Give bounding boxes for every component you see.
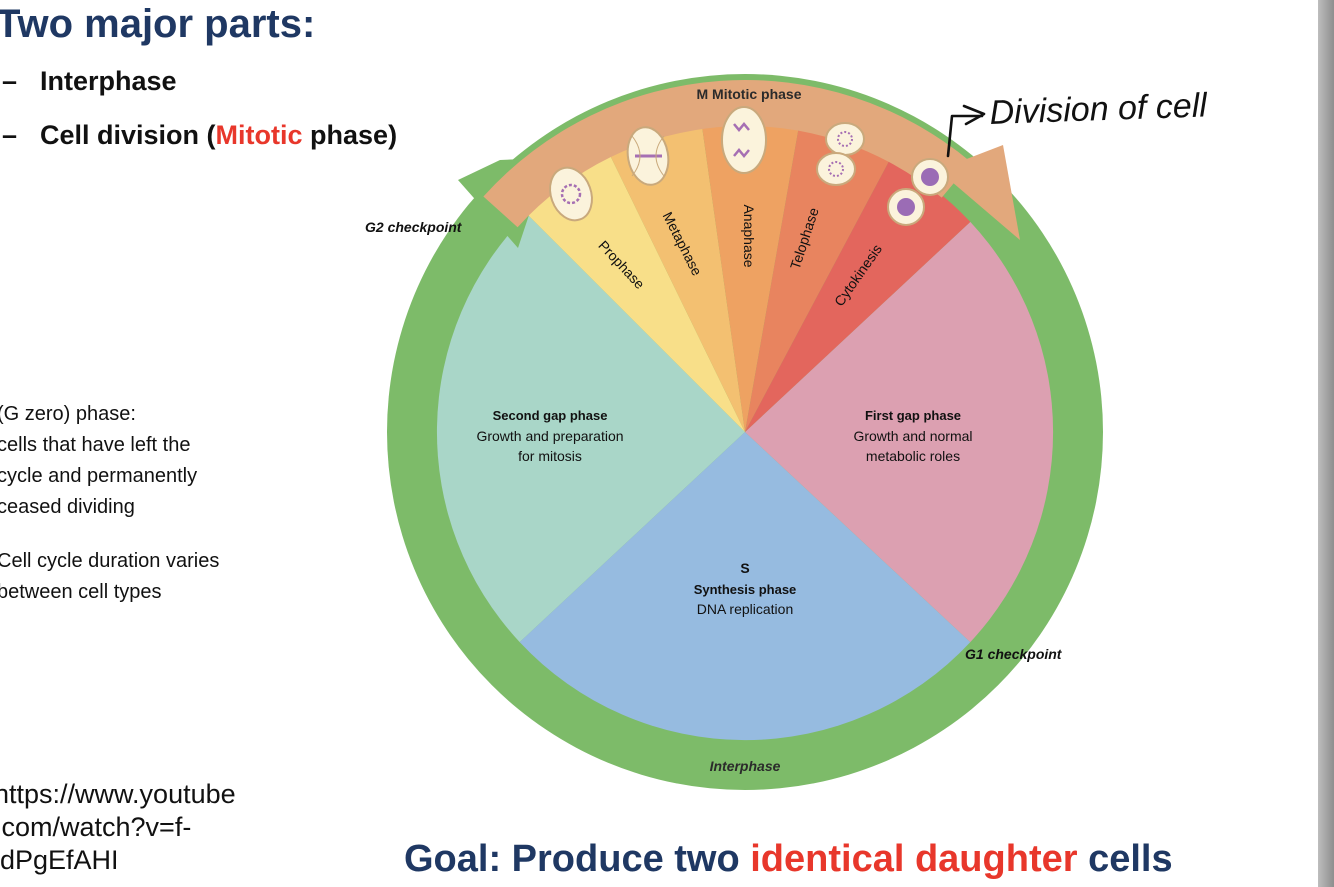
bullet-cell-division: –Cell division (Mitotic phase) bbox=[2, 120, 397, 151]
g1-title: First gap phase bbox=[865, 408, 961, 423]
handwritten-annotation: Division of cell bbox=[946, 86, 1209, 158]
youtube-link[interactable]: https://www.youtube .com/watch?v=f- ldPg… bbox=[0, 778, 236, 877]
duration-line: between cell types bbox=[0, 581, 162, 603]
telophase-cell-icon bbox=[816, 122, 865, 186]
prophase-sector bbox=[527, 155, 745, 432]
goal-statement: Goal: Produce two identical daughter cel… bbox=[404, 838, 1173, 881]
bullet-interphase: –Interphase bbox=[2, 66, 177, 97]
g1-desc-line: Growth and normal bbox=[853, 428, 972, 444]
bullet-dash: – bbox=[2, 120, 18, 150]
anaphase-cell-icon bbox=[721, 106, 767, 174]
s-sector bbox=[519, 432, 971, 741]
bullet-highlight: Mitotic bbox=[215, 120, 303, 150]
anaphase-label: Anaphase bbox=[741, 204, 757, 267]
goal-post: cells bbox=[1077, 838, 1173, 880]
cytokinesis-cell-icon bbox=[887, 158, 949, 226]
mitotic-phase-label: M Mitotic phase bbox=[696, 86, 801, 102]
g0-line: (G zero) phase: bbox=[0, 403, 136, 425]
slide-title: Two major parts: bbox=[0, 2, 316, 46]
mitotic-arrowhead bbox=[938, 145, 1020, 240]
s-title: Synthesis phase bbox=[694, 582, 797, 597]
window-edge bbox=[1318, 0, 1334, 887]
s-desc: DNA replication bbox=[697, 601, 794, 617]
metaphase-cell-icon bbox=[626, 126, 670, 186]
interphase-ring-label: Interphase bbox=[710, 758, 781, 774]
handwritten-note: Division of cell bbox=[989, 86, 1209, 132]
goal-highlight: identical daughter bbox=[750, 838, 1078, 880]
bullet-text-pre: Cell division ( bbox=[40, 120, 216, 150]
g2-sector bbox=[436, 214, 745, 643]
anaphase-sector bbox=[702, 124, 799, 432]
url-line[interactable]: .com/watch?v=f- bbox=[0, 812, 192, 842]
goal-pre: Goal: Produce two bbox=[404, 838, 751, 880]
bullet-text-post: phase) bbox=[302, 120, 398, 150]
annotation-bracket bbox=[946, 114, 984, 158]
cytokinesis-sector bbox=[745, 160, 971, 432]
g0-line: cycle and permanently bbox=[0, 465, 198, 487]
telophase-sector bbox=[745, 128, 890, 432]
g0-line: cells that have left the bbox=[0, 434, 191, 456]
s-letter: S bbox=[740, 560, 749, 576]
mitotic-band-arrow bbox=[483, 80, 972, 228]
g2-desc-line: Growth and preparation bbox=[476, 428, 623, 444]
g1-desc-line: metabolic roles bbox=[866, 448, 960, 464]
g2-title: Second gap phase bbox=[493, 408, 608, 423]
g1-checkpoint-label: G1 checkpoint bbox=[965, 646, 1063, 662]
url-line[interactable]: ldPgEfAHI bbox=[0, 845, 119, 875]
g2-checkpoint-label: G2 checkpoint bbox=[365, 219, 463, 235]
duration-note: Cell cycle duration varies between cell … bbox=[0, 546, 219, 608]
bullet-text: Interphase bbox=[40, 66, 177, 96]
g0-note: (G zero) phase: cells that have left the… bbox=[0, 399, 197, 523]
g1-sector bbox=[745, 221, 1054, 643]
g0-line: ceased dividing bbox=[0, 496, 135, 518]
annotation-arrowhead bbox=[962, 104, 986, 126]
duration-line: Cell cycle duration varies bbox=[0, 550, 220, 572]
bullet-dash: – bbox=[2, 66, 18, 96]
url-line[interactable]: https://www.youtube bbox=[0, 779, 236, 809]
g2-desc-line: for mitosis bbox=[518, 448, 582, 464]
prophase-cell-icon bbox=[549, 166, 593, 222]
metaphase-sector bbox=[610, 127, 745, 432]
